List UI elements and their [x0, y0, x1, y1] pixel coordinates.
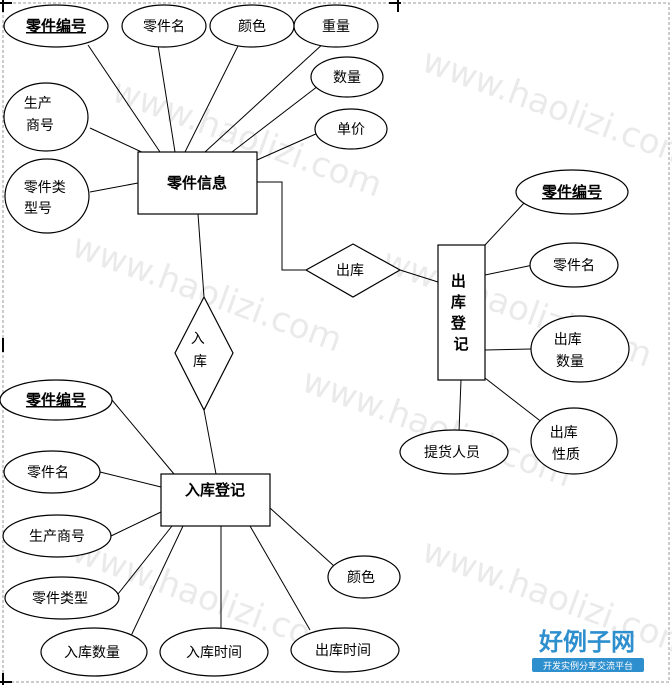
attr-part-type-no: 零件类 型号: [4, 158, 90, 234]
attr-label: 零件编号: [541, 183, 602, 201]
watermark-text: www.haolizi.com: [417, 41, 672, 176]
relationship-inbound: 入 库: [174, 295, 234, 412]
attr-out-nature: 出库 性质: [530, 407, 618, 475]
attr-label: 颜色: [347, 569, 375, 586]
corner-mark: [0, 0, 12, 12]
attr-in-quantity: 入库数量: [40, 627, 148, 677]
attr-out-part-name: 零件名: [529, 242, 619, 288]
attr-label: 零件名: [27, 465, 69, 481]
attr-label: 入库时间: [186, 645, 242, 661]
entity-label: 零件信息: [166, 174, 227, 192]
attr-label: 出库 性质: [550, 425, 582, 463]
brand-tagline: 开发实例分享交流平台: [543, 660, 633, 672]
relationship-label: 出库: [336, 263, 364, 279]
entity-inbound-record: 入库登记: [160, 473, 271, 527]
attr-label: 出库 数量: [554, 332, 586, 370]
attr-in-color: 颜色: [327, 555, 401, 599]
attr-label: 零件名: [553, 258, 595, 274]
attr-manufacturer: 生产 商号: [3, 82, 89, 152]
connector-lines: [87, 41, 544, 639]
attr-label: 数量: [333, 70, 361, 86]
attr-out-part-no: 零件编号: [515, 169, 629, 215]
entity-label: 入库登记: [185, 481, 245, 499]
attr-label: 零件类型: [32, 591, 88, 607]
attr-label: 零件名: [143, 19, 185, 35]
attr-label: 零件类 型号: [24, 180, 70, 217]
attr-part-no: 零件编号: [3, 4, 109, 48]
attr-out-picker: 提货人员: [399, 429, 509, 475]
attr-label: 零件编号: [25, 17, 86, 35]
entity-outbound-record: 出 库 登 记: [437, 244, 486, 381]
attr-in-part-no: 零件编号: [0, 379, 113, 421]
attr-quantity: 数量: [310, 56, 384, 98]
entity-part-info: 零件信息: [137, 151, 258, 215]
brand-logo: 好例子网 开发实例分享交流平台: [532, 627, 644, 672]
attr-label: 单价: [337, 122, 365, 138]
attr-in-manufacturer: 生产商号: [2, 514, 112, 558]
attr-label: 入库数量: [64, 645, 120, 661]
attr-weight: 重量: [293, 4, 379, 48]
brand-name: 好例子网: [538, 627, 635, 656]
attr-part-name: 零件名: [121, 4, 207, 48]
attr-label: 提货人员: [424, 444, 480, 461]
attr-in-part-type: 零件类型: [4, 576, 120, 620]
entity-label: 出 库 登 记: [450, 272, 471, 353]
relationship-label: 入 库: [191, 331, 209, 370]
attr-label: 生产商号: [29, 529, 85, 545]
attr-label: 颜色: [238, 18, 266, 35]
attr-unit-price: 单价: [314, 108, 388, 150]
attr-label: 重量: [322, 19, 350, 35]
attr-label: 生产 商号: [24, 96, 56, 134]
corner-mark: [0, 673, 12, 685]
attr-in-time: 入库时间: [159, 627, 269, 677]
attr-label: 出库时间: [315, 643, 371, 659]
attr-in-part-name: 零件名: [3, 450, 101, 494]
corner-mark: [389, 0, 401, 12]
relationship-outbound: 出库: [304, 243, 402, 298]
brand-tagline-bg: [532, 658, 644, 672]
attr-label: 零件编号: [25, 391, 86, 409]
attr-in-out-time: 出库时间: [290, 627, 400, 673]
attr-out-quantity: 出库 数量: [530, 315, 630, 383]
attr-color: 颜色: [209, 4, 295, 48]
